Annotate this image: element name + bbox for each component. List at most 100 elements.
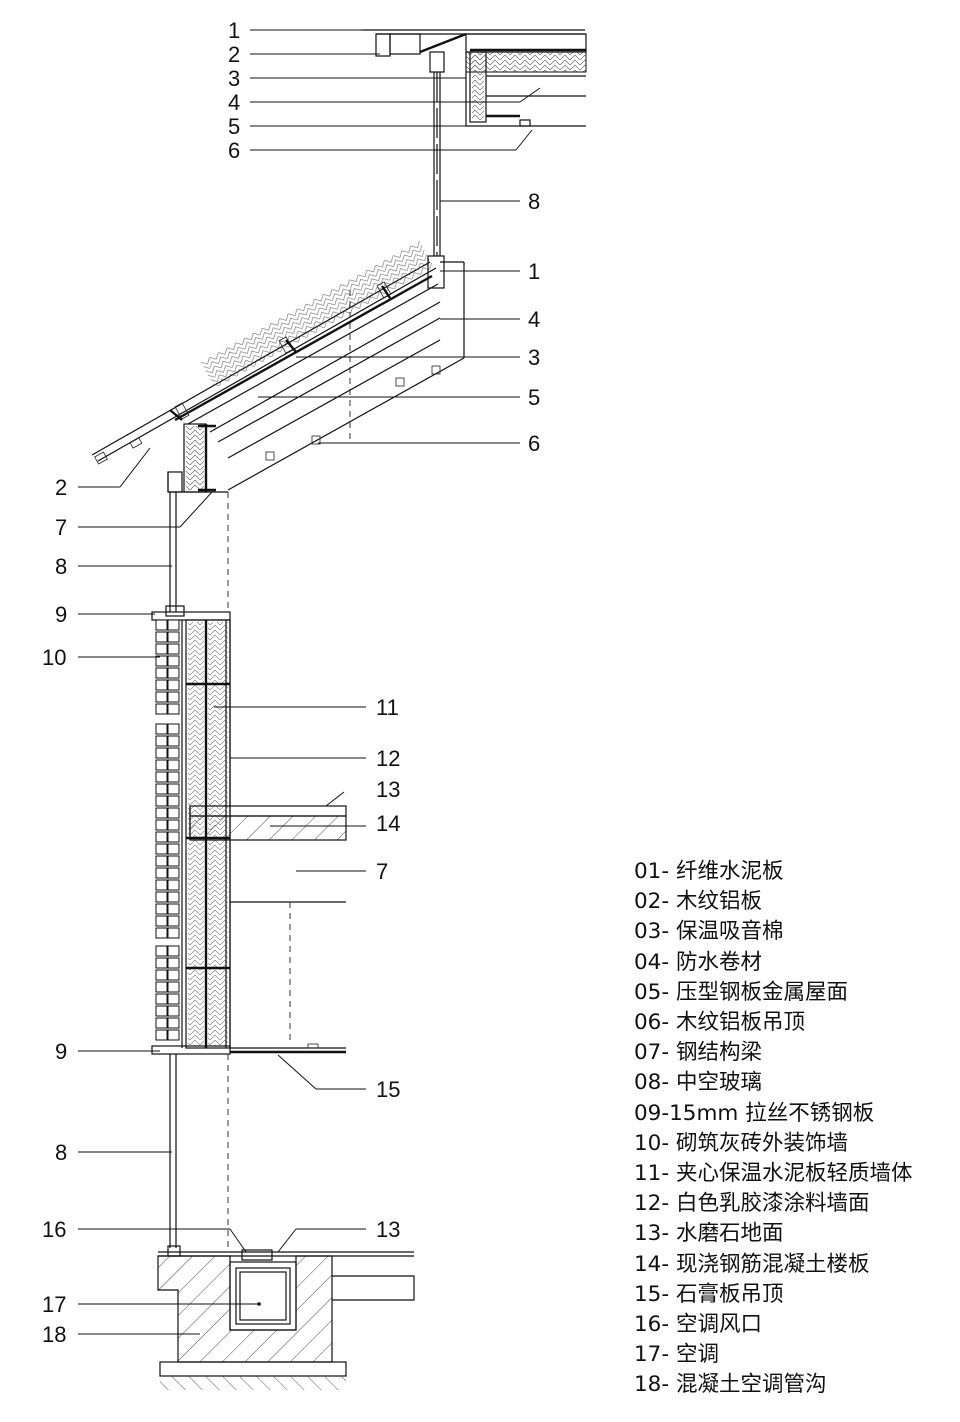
brick bbox=[155, 759, 168, 771]
brick bbox=[167, 795, 180, 807]
brick bbox=[155, 619, 168, 631]
brick bbox=[167, 1005, 180, 1017]
brick bbox=[167, 867, 180, 879]
foundation bbox=[157, 1245, 415, 1390]
roof-top-detail bbox=[362, 29, 587, 127]
legend-item: 11- 夹心保温水泥板轻质墙体 bbox=[634, 1161, 913, 1187]
brick bbox=[155, 783, 168, 795]
middle-glass bbox=[169, 492, 229, 612]
brick bbox=[155, 867, 168, 879]
legend-item: 05- 压型钢板金属屋面 bbox=[634, 979, 848, 1005]
brick bbox=[155, 945, 168, 957]
legend-item: 14- 现浇钢筋混凝土楼板 bbox=[634, 1251, 870, 1277]
brick bbox=[155, 969, 168, 981]
brick bbox=[167, 891, 180, 903]
brick bbox=[167, 945, 180, 957]
callout-wall-13: 13 bbox=[376, 777, 400, 802]
callout-left-2: 2 bbox=[55, 475, 67, 500]
brick bbox=[167, 957, 180, 969]
callout-roof-6: 6 bbox=[228, 138, 240, 163]
callout-lower-8: 8 bbox=[55, 1140, 67, 1165]
material-legend: 01- 纤维水泥板 02- 木纹铝板 03- 保温吸音棉 04- 防水卷材 05… bbox=[634, 857, 912, 1401]
callout-roof-4: 4 bbox=[228, 90, 240, 115]
brick bbox=[167, 927, 180, 939]
brick bbox=[155, 903, 168, 915]
brick bbox=[155, 723, 168, 735]
brick bbox=[167, 819, 180, 831]
legend-item: 09-15mm 拉丝不锈钢板 bbox=[634, 1100, 875, 1126]
callout-slope-1: 1 bbox=[528, 259, 540, 284]
brick bbox=[155, 927, 168, 939]
callout-roof-2: 2 bbox=[228, 42, 240, 67]
sloped-roof bbox=[91, 240, 465, 493]
brick bbox=[155, 655, 168, 667]
brick bbox=[167, 691, 180, 703]
brick bbox=[155, 891, 168, 903]
brick bbox=[155, 807, 168, 819]
legend-item: 16- 空调风口 bbox=[634, 1312, 762, 1338]
wall-section bbox=[151, 605, 347, 1055]
brick bbox=[155, 1017, 168, 1029]
legend-item: 02- 木纹铝板 bbox=[634, 889, 762, 915]
legend-item: 10- 砌筑灰砖外装饰墙 bbox=[634, 1130, 848, 1156]
brick bbox=[155, 1005, 168, 1017]
brick bbox=[167, 619, 180, 631]
legend-item: 03- 保温吸音棉 bbox=[634, 919, 784, 945]
legend-item: 12- 白色乳胶漆涂料墙面 bbox=[634, 1191, 870, 1217]
brick bbox=[155, 819, 168, 831]
brick bbox=[155, 735, 168, 747]
brick bbox=[155, 643, 168, 655]
brick bbox=[167, 903, 180, 915]
callout-lower-15: 15 bbox=[376, 1077, 400, 1102]
brick bbox=[167, 993, 180, 1005]
brick bbox=[167, 1017, 180, 1029]
callout-wall-14: 14 bbox=[376, 811, 400, 836]
brick bbox=[155, 795, 168, 807]
brick bbox=[155, 1029, 168, 1041]
brick bbox=[155, 993, 168, 1005]
legend-item: 08- 中空玻璃 bbox=[634, 1070, 762, 1096]
brick bbox=[167, 771, 180, 783]
legend-item: 01- 纤维水泥板 bbox=[634, 859, 784, 884]
brick bbox=[167, 981, 180, 993]
brick bbox=[155, 981, 168, 993]
brick bbox=[167, 667, 180, 679]
callout-numbers: 1 2 3 4 5 6 8 1 4 3 5 6 2 7 8 9 10 11 12… bbox=[42, 18, 540, 1347]
brick bbox=[167, 679, 180, 691]
brick bbox=[167, 631, 180, 643]
brick bbox=[155, 691, 168, 703]
callout-slope-4: 4 bbox=[528, 307, 540, 332]
callout-wall-12: 12 bbox=[376, 746, 400, 771]
legend-item: 06- 木纹铝板吊顶 bbox=[634, 1010, 805, 1036]
brick bbox=[167, 747, 180, 759]
brick bbox=[155, 957, 168, 969]
brick bbox=[167, 735, 180, 747]
brick bbox=[155, 679, 168, 691]
brick bbox=[167, 1029, 180, 1041]
callout-wall-11: 11 bbox=[376, 695, 399, 720]
brick bbox=[167, 723, 180, 735]
callout-left-7: 7 bbox=[55, 515, 67, 540]
brick bbox=[167, 783, 180, 795]
brick bbox=[155, 747, 168, 759]
leader-lines bbox=[78, 29, 541, 1335]
brick bbox=[155, 915, 168, 927]
brick bbox=[167, 703, 180, 715]
callout-roof-5: 5 bbox=[228, 114, 240, 139]
brick bbox=[167, 879, 180, 891]
brick bbox=[155, 631, 168, 643]
callout-lower-16: 16 bbox=[42, 1217, 66, 1242]
callout-left-10: 10 bbox=[42, 645, 66, 670]
callout-lower-17: 17 bbox=[42, 1292, 66, 1317]
brick bbox=[155, 667, 168, 679]
brick bbox=[167, 759, 180, 771]
legend-item: 17- 空调 bbox=[634, 1342, 719, 1368]
brick bbox=[167, 915, 180, 927]
brick bbox=[167, 831, 180, 843]
callout-roof-1: 1 bbox=[228, 18, 240, 43]
lower-glass bbox=[169, 1054, 229, 1248]
brick bbox=[155, 879, 168, 891]
callout-glass-upper: 8 bbox=[528, 189, 540, 214]
callout-left-8: 8 bbox=[55, 554, 67, 579]
